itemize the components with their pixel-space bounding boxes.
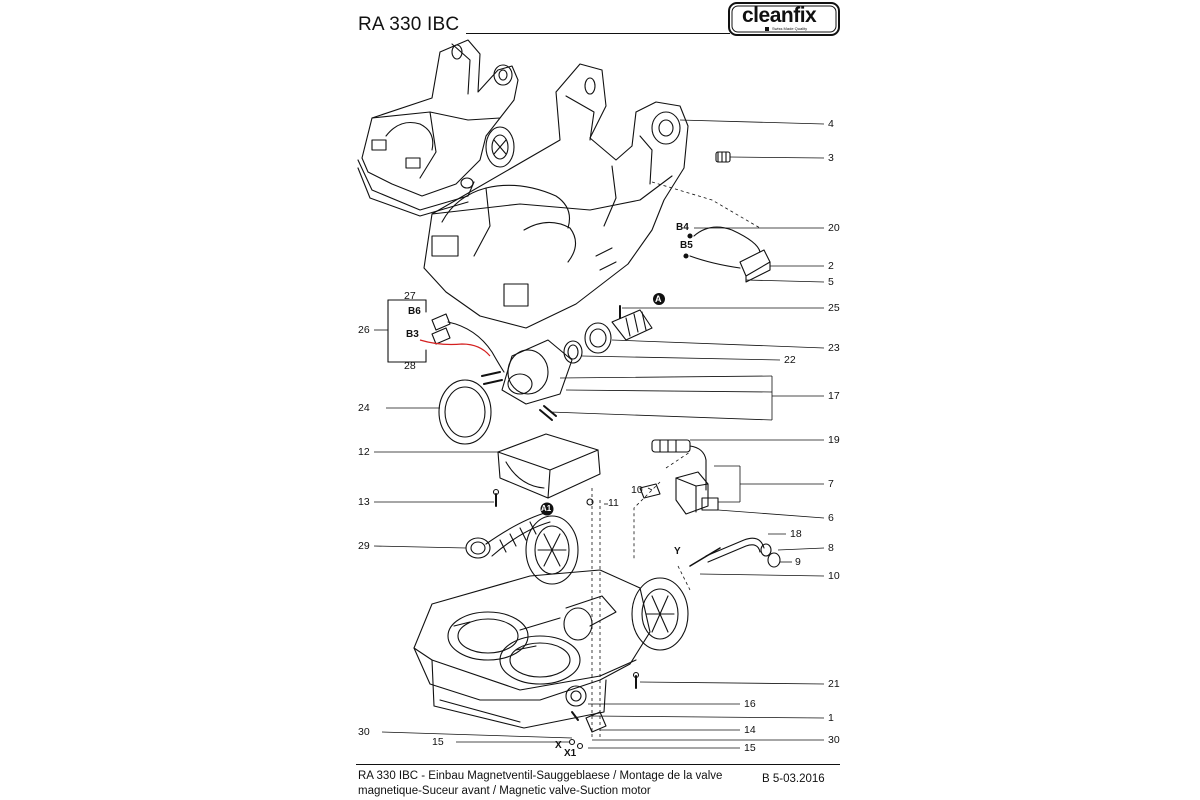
callout-14: 14 [744,724,756,736]
ref-marker-a1 [540,502,554,516]
callout-23: 23 [828,342,840,354]
callout-10-right: 10 [828,570,840,582]
seal-ring-22 [563,340,583,364]
callout-17: 17 [828,390,840,402]
callout-28: 28 [404,360,416,372]
callout-29: 29 [358,540,370,552]
brand-logo: cleanfix Swiss Made Quality [728,2,840,36]
connector-b3-label: B3 [406,329,419,340]
screw-16 [571,711,579,721]
callout-12: 12 [358,446,370,458]
gasket-ring-24 [438,379,492,445]
flange-23 [584,322,612,354]
bracket-14 [585,711,607,733]
logo-tagline: Swiss Made Quality [772,26,808,31]
footer-divider [356,764,840,765]
callout-4: 4 [828,118,834,130]
callout-10-middle: 10 [631,484,643,496]
connector-x-label: X [555,740,562,751]
machine-hood [423,63,689,329]
hose-nipple-3 [715,151,731,163]
callout-3: 3 [828,152,834,164]
ref-marker-a1-label: A1 [541,504,552,513]
rear-wheel-right [631,577,689,651]
overview-machine [357,39,519,217]
ref-marker-a [653,293,665,305]
callout-11: 11 [608,497,619,509]
relay-2 [739,249,771,283]
connector-b4-label: B4 [676,222,689,233]
logo-frame [728,2,840,36]
wire-harness-20 [683,226,761,269]
callout-25: 25 [828,302,840,314]
machine-chassis [413,569,651,729]
callout-5: 5 [828,276,834,288]
callout-15-right: 15 [744,742,756,754]
leader-lines [373,119,825,749]
suction-motor-17 [481,339,573,421]
callout-26: 26 [358,324,370,336]
callout-7: 7 [828,478,834,490]
callout-30-left: 30 [358,726,370,738]
callout-24: 24 [358,402,370,414]
callout-19: 19 [828,434,840,446]
swiss-cross-icon [765,27,769,31]
callout-16: 16 [744,698,756,710]
callout-6: 6 [828,512,834,524]
connector-y-label: Y [674,546,681,557]
logo-wordmark: cleanfix [742,4,817,27]
callout-20: 20 [828,222,840,234]
page-title: RA 330 IBC [358,14,460,35]
callout-1: 1 [828,712,834,724]
callout-27: 27 [404,290,416,302]
connector-b6-label: B6 [408,306,421,317]
callout-8: 8 [828,542,834,554]
red-wire [419,339,491,357]
magnetic-valve-7 [586,439,719,515]
screw-13 [492,488,500,507]
document-reference: B 5-03.2016 [762,773,825,785]
connector-b5-label: B5 [680,240,693,251]
suction-hose [465,511,551,559]
motor-cover-12 [497,433,601,499]
callout-22: 22 [784,354,796,366]
callout-9: 9 [795,556,801,568]
callout-13: 13 [358,496,370,508]
switch-group-26 [387,299,505,373]
screw-21 [632,671,640,689]
ref-marker-a-label: A [655,294,662,304]
callout-21: 21 [828,678,840,690]
rear-wheel-left [525,515,579,585]
connector-x1-label: X1 [564,748,577,759]
callout-30-right: 30 [828,734,840,746]
hose-connector-25 [611,305,653,341]
callout-15-left: 15 [432,736,444,748]
hood-pulley [651,111,681,145]
spray-tube-18 [689,537,781,568]
diagram-caption: RA 330 IBC - Einbau Magnetventil-Sauggeb… [358,770,723,797]
callout-18: 18 [790,528,802,540]
title-underline [466,33,730,34]
callout-2: 2 [828,260,834,272]
